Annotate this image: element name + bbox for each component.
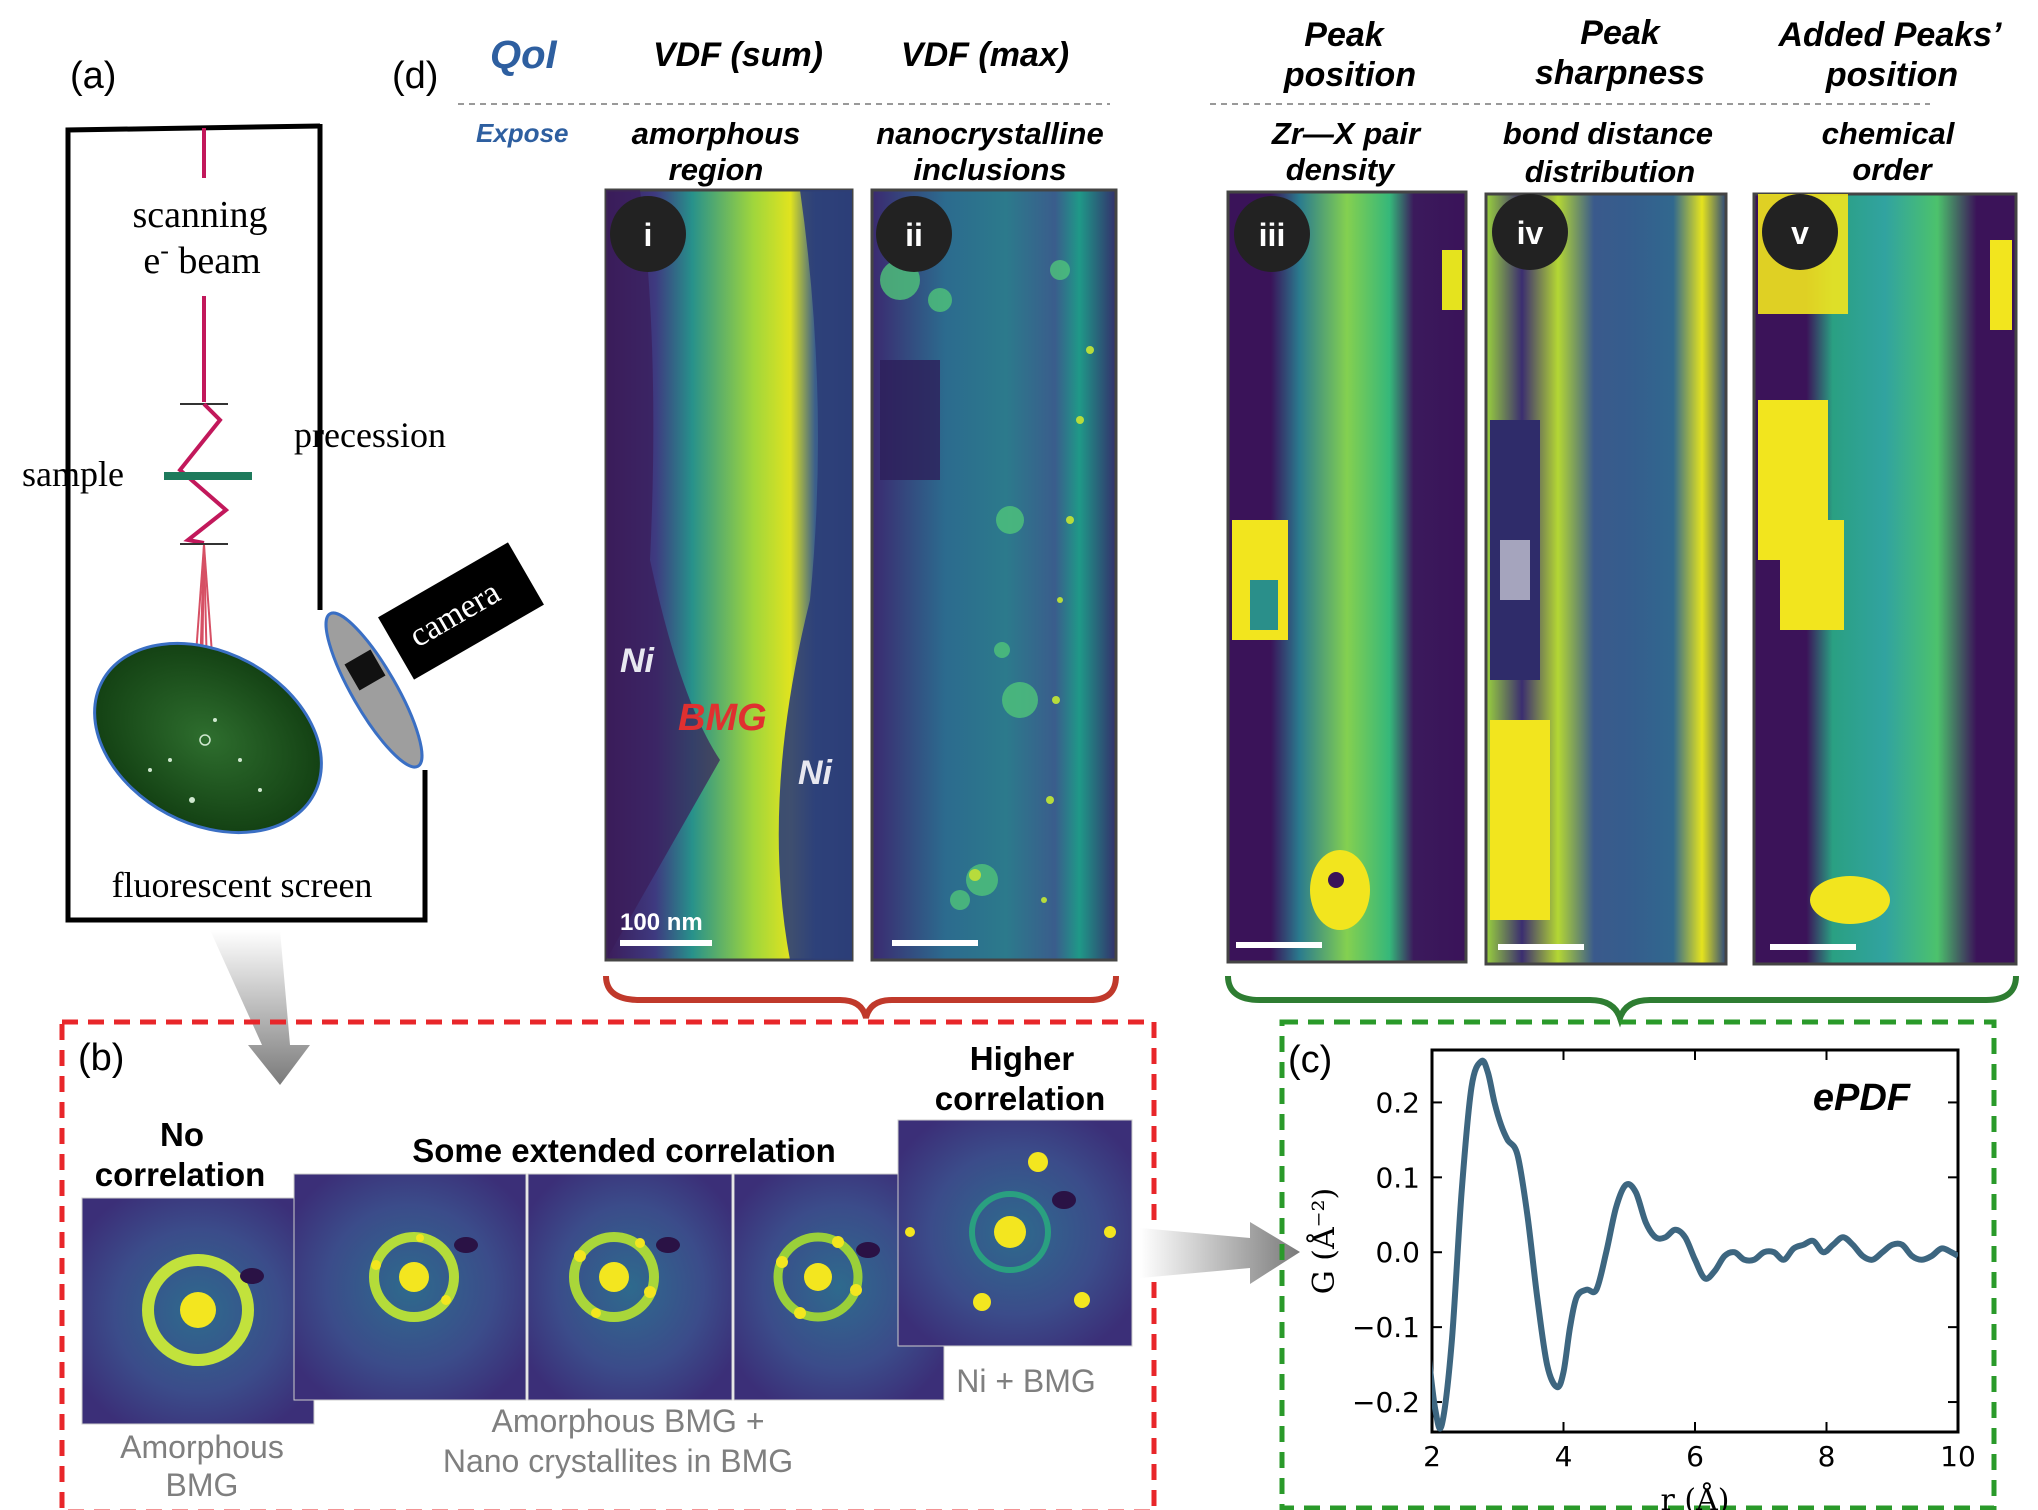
col3-bottom-1: Zr—X pair (1271, 116, 1422, 151)
screen-label: fluorescent screen (112, 865, 373, 905)
col4-bottom-1: bond distance (1503, 116, 1713, 151)
screen-pattern (148, 718, 262, 803)
map-v: v (1752, 192, 2018, 966)
col4-top-1: Peak (1580, 14, 1661, 52)
col2-top: VDF (max) (901, 36, 1069, 74)
col2-bottom-2: inclusions (913, 152, 1066, 187)
map-badge-i: i (644, 217, 653, 253)
col5-top-2: position (1825, 56, 1958, 94)
fluorescent-screen (93, 641, 323, 835)
scale-bar-ii (892, 940, 978, 946)
y-tick-label: 0.2 (1375, 1086, 1420, 1119)
camera-icon: camera (324, 542, 544, 769)
chart-title: ePDF (1813, 1077, 1912, 1119)
diffraction-nano-1 (293, 1173, 527, 1401)
brace-red (603, 975, 1119, 1019)
panel-label-a: (a) (70, 55, 116, 97)
y-tick-label: −0.2 (1352, 1386, 1420, 1419)
map-badge-v: v (1791, 215, 1809, 251)
sample-label: sample (22, 454, 124, 494)
beam-label-line1: scanning (132, 194, 267, 236)
expose-label: Expose (476, 118, 569, 148)
y-tick-label: −0.1 (1352, 1311, 1420, 1344)
map-badge-iv: iv (1517, 215, 1544, 251)
cap-amorphous-1: Amorphous (120, 1429, 284, 1465)
label-bmg: BMG (678, 697, 767, 739)
y-tick-label: 0.0 (1375, 1236, 1420, 1269)
no-corr-2: correlation (95, 1156, 266, 1193)
scale-bar-v (1770, 944, 1856, 950)
x-tick-label: 6 (1686, 1440, 1704, 1473)
x-tick-label: 2 (1423, 1440, 1441, 1473)
x-tick-label: 8 (1818, 1440, 1836, 1473)
epdf-series-line (1432, 1057, 1958, 1432)
col1-bottom-2: region (669, 152, 764, 187)
col5-bottom-2: order (1852, 152, 1933, 187)
precession-label: precession (294, 415, 446, 455)
panel-label-b: (b) (78, 1037, 124, 1079)
arrow-a-to-b (210, 930, 310, 1085)
y-tick-label: 0.1 (1375, 1161, 1420, 1194)
map-badge-ii: ii (905, 217, 923, 253)
x-tick-label: 10 (1940, 1440, 1976, 1473)
col3-top-2: position (1283, 56, 1416, 94)
scale-bar-label: 100 nm (620, 909, 703, 936)
col3-top-1: Peak (1304, 16, 1385, 54)
epdf-chart: 2 4 6 8 10 0.2 0.1 0.0 −0.1 −0.2 r (Å) G (Å⁻²) ePDF (1306, 1048, 1976, 1510)
map-i: i Ni BMG Ni 100 nm (604, 188, 854, 962)
some-corr: Some extended correlation (412, 1132, 836, 1169)
panel-c: (c) 2 4 6 8 10 0.2 0.1 0.0 −0.1 −0.2 r (Å) G (Å⁻²) e… (1279, 1019, 1997, 1510)
panel-a-schematic: (a) scanning e- beam sample precession (22, 55, 544, 1085)
col2-bottom-1: nanocrystalline (876, 116, 1103, 151)
chart-plot-area (1430, 1048, 1960, 1434)
diffraction-ni-bmg (897, 1119, 1133, 1347)
col5-top-1: Added Peaks’ (1778, 16, 2003, 54)
label-ni-left: Ni (620, 642, 656, 680)
panel-label-d: (d) (392, 55, 438, 97)
badge-bg (610, 196, 686, 272)
map-ii: ii (870, 188, 1118, 962)
map-iii: iii (1226, 190, 1468, 964)
label-ni-right: Ni (798, 754, 834, 792)
precession-zigzag (177, 402, 230, 545)
scale-bar-iv (1498, 944, 1584, 950)
cap-nano-1: Amorphous BMG + (492, 1403, 765, 1439)
col3-bottom-2: density (1286, 152, 1396, 187)
qoi-label: QoI (490, 33, 558, 77)
y-axis-label: G (Å⁻²) (1306, 1188, 1342, 1294)
higher-corr-1: Higher (970, 1040, 1075, 1077)
cap-amorphous-2: BMG (166, 1467, 239, 1503)
panel-label-c: (c) (1288, 1039, 1332, 1081)
col1-top: VDF (sum) (653, 36, 823, 74)
diffraction-amorphous (81, 1197, 315, 1425)
arrow-b-to-c (1140, 1222, 1300, 1284)
brace-green (1225, 975, 2019, 1028)
panel-b: (b) No correlation Some extended correla… (59, 1019, 1157, 1510)
cap-nano-2: Nano crystallites in BMG (443, 1443, 793, 1479)
scale-bar-iii (1236, 942, 1322, 948)
col1-bottom-1: amorphous (632, 116, 801, 151)
cap-ni-bmg: Ni + BMG (956, 1363, 1096, 1399)
col4-top-2: sharpness (1535, 54, 1705, 92)
x-axis-label: r (Å) (1661, 1482, 1730, 1510)
no-corr-1: No (160, 1116, 204, 1153)
x-tick-label: 4 (1555, 1440, 1573, 1473)
col4-bottom-2: distribution (1525, 154, 1695, 189)
beam-label-line2: e- beam (143, 236, 260, 282)
map-iv: iv (1484, 192, 1728, 966)
col5-bottom-1: chemical (1822, 116, 1956, 151)
scale-bar (620, 940, 712, 946)
diffraction-nano-2 (527, 1173, 733, 1401)
higher-corr-2: correlation (935, 1080, 1106, 1117)
map-badge-iii: iii (1259, 217, 1286, 253)
microscope-frame (65, 123, 428, 923)
panel-d-header: (d) QoI Expose VDF (sum) amorphous regio… (392, 14, 2002, 189)
